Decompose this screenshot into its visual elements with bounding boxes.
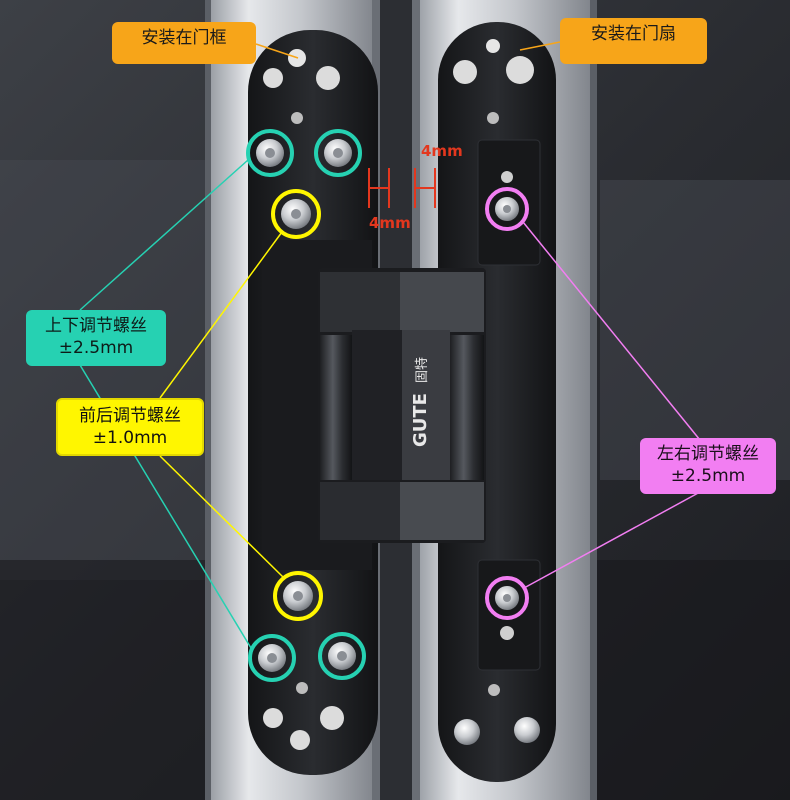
screw-depth-bottom xyxy=(283,581,313,611)
label-depth-adjust: 前后调节螺丝 ±1.0mm xyxy=(56,398,204,456)
label-vertical-adjust: 上下调节螺丝 ±2.5mm xyxy=(26,310,166,366)
leader-teal-1 xyxy=(79,159,249,311)
leader-yellow-2 xyxy=(159,455,285,579)
screw-door-bottom-left xyxy=(454,719,480,745)
leader-yellow-1 xyxy=(159,231,283,399)
leader-pink-1 xyxy=(522,221,701,441)
screw-vertical-top-right xyxy=(324,139,352,167)
ring-teal-bottom-left xyxy=(248,634,296,682)
label-frame-mount: 安装在门框 xyxy=(112,22,256,64)
screw-vertical-bottom-left xyxy=(258,644,286,672)
label-depth-adjust-value: ±1.0mm xyxy=(92,428,168,448)
gap-label-top: 4mm xyxy=(421,142,463,160)
ring-teal-top-right xyxy=(314,129,362,177)
label-door-mount: 安装在门扇 xyxy=(560,18,707,64)
gap-marker xyxy=(368,168,436,208)
screw-vertical-bottom-right xyxy=(328,642,356,670)
leader-pink-2 xyxy=(523,491,701,589)
label-door-mount-text: 安装在门扇 xyxy=(591,24,676,44)
label-vertical-adjust-value: ±2.5mm xyxy=(58,338,134,358)
ring-teal-bottom-right xyxy=(318,632,366,680)
ring-teal-top-left xyxy=(246,129,294,177)
leader-orange-1 xyxy=(255,43,299,59)
label-depth-adjust-title: 前后调节螺丝 xyxy=(79,406,181,426)
leader-orange-2 xyxy=(519,41,561,51)
screw-depth-top xyxy=(281,199,311,229)
brand-logo-cn: 固特 xyxy=(415,357,430,383)
label-vertical-adjust-title: 上下调节螺丝 xyxy=(45,316,147,336)
hinge-knuckle-body xyxy=(318,268,486,543)
screw-vertical-top-left xyxy=(256,139,284,167)
ring-yellow-top xyxy=(271,189,321,239)
ring-pink-bottom xyxy=(485,576,529,620)
label-lateral-adjust-title: 左右调节螺丝 xyxy=(657,444,759,464)
gap-label-bottom: 4mm xyxy=(369,214,411,232)
label-lateral-adjust: 左右调节螺丝 ±2.5mm xyxy=(640,438,776,494)
label-lateral-adjust-value: ±2.5mm xyxy=(670,466,746,486)
screw-lateral-top xyxy=(495,197,519,221)
brand-logo: GUTE xyxy=(410,393,431,447)
screw-lateral-bottom xyxy=(495,586,519,610)
ring-pink-top xyxy=(485,187,529,231)
screw-door-bottom-right xyxy=(514,717,540,743)
ring-yellow-bottom xyxy=(273,571,323,621)
label-frame-mount-text: 安装在门框 xyxy=(141,28,227,48)
